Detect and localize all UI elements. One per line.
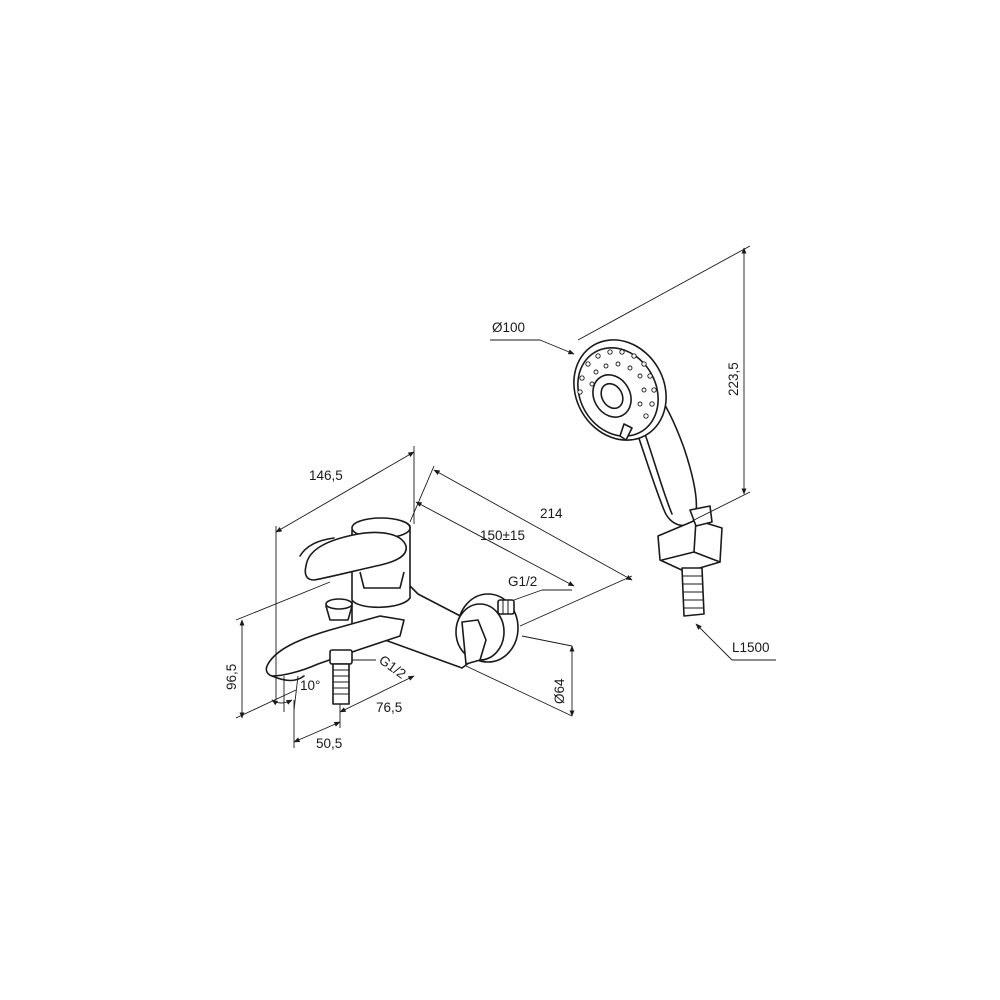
diverter-top xyxy=(325,598,353,610)
dim-spout-projection: 50,5 xyxy=(316,736,342,751)
wall-escutcheon xyxy=(455,593,519,665)
dim-spout-offset: 76,5 xyxy=(376,700,402,715)
dim-inlet-thread: G1/2 xyxy=(508,574,537,589)
hand-shower xyxy=(573,339,723,617)
dim-height: 96,5 xyxy=(224,664,239,690)
bath-mixer xyxy=(265,517,519,705)
dim-inlet-distance: 150±15 xyxy=(480,528,525,543)
lever-handle xyxy=(304,531,407,581)
spout xyxy=(265,615,405,677)
spout-outlet xyxy=(271,675,305,682)
dim-shower-head-diameter: Ø100 xyxy=(492,320,525,335)
wall-holder xyxy=(657,505,723,573)
spray-selector xyxy=(592,374,632,418)
dim-outlet-thread: G1/2 xyxy=(376,652,409,681)
dim-hose-length: L1500 xyxy=(732,640,770,655)
dim-shower-head-length: 223,5 xyxy=(726,362,741,396)
dimension-lines xyxy=(235,245,776,748)
spray-center xyxy=(600,382,624,410)
dim-spout-angle: 10° xyxy=(300,678,320,693)
lever-edge xyxy=(299,537,335,557)
lever-stem xyxy=(359,571,405,589)
selector-tab xyxy=(619,423,633,441)
dim-faucet-width: 146,5 xyxy=(309,468,343,483)
dim-total-length: 214 xyxy=(540,506,563,521)
spray-nozzles xyxy=(577,349,657,419)
dim-escutcheon-diameter: Ø64 xyxy=(552,678,567,704)
shower-outlet-connector xyxy=(329,649,353,705)
shower-hose xyxy=(681,567,705,617)
